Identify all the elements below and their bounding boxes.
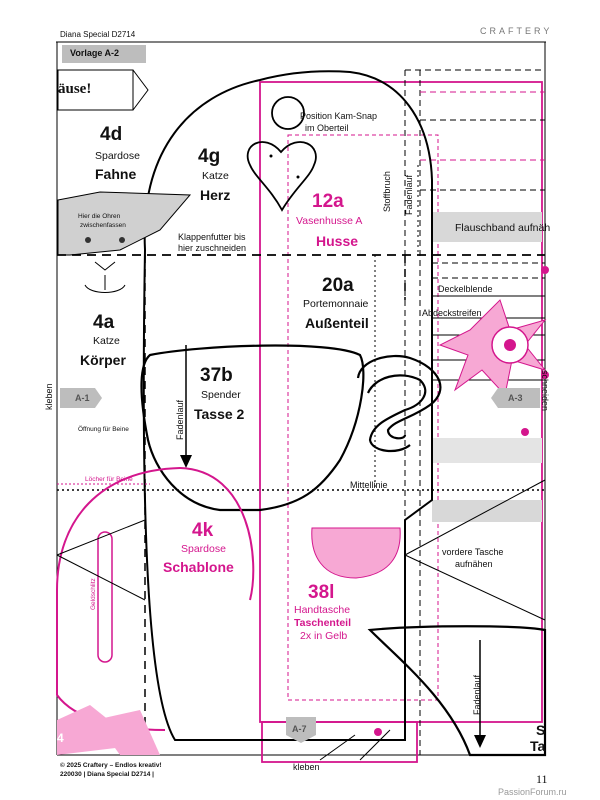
portemonnaie-outline [142, 70, 433, 741]
geldschlitz-label: Geldschlitz [90, 578, 97, 610]
piece-part-4k: Schablone [163, 559, 234, 575]
piece-name-4a: Katze [93, 335, 120, 347]
piece-part-20a: Außenteil [305, 315, 369, 331]
piece-code-12a: 12a [312, 191, 344, 212]
kam-snap-note: Position Kam-Snap [300, 111, 378, 121]
piece-name-37b: Spender [201, 389, 241, 401]
piece-name-4d: Spardose [95, 150, 140, 162]
heart-shape [246, 141, 317, 212]
marker-a3 [491, 388, 540, 408]
starburst-ornament [438, 266, 549, 436]
a1-label: A-1 [75, 393, 90, 403]
vordere-tasche-label-2: aufnähen [455, 559, 493, 569]
marker-a1 [60, 388, 102, 408]
loecher-label: Löcher für Beine [85, 476, 133, 483]
marker-a7 [286, 717, 316, 743]
piece-code-38l: 38l [308, 582, 335, 603]
fadenlauf-label-bowl: Fadenlauf [472, 674, 482, 715]
piece-code-4d: 4d [100, 124, 123, 145]
watermark: PassionForum.ru [498, 787, 567, 797]
fadenlauf-label-top: Fadenlauf [404, 174, 414, 215]
kleben-label-bottom: kleben [293, 762, 320, 772]
copyright-line: © 2025 Craftery – Endlos kreativ! [60, 762, 162, 769]
brand-logo: CRAFTERY [480, 26, 553, 36]
vordere-tasche-label-1: vordere Tasche [442, 547, 504, 557]
piece-part-4d: Fahne [95, 166, 137, 182]
deckelblende-label: Deckelblende [438, 284, 493, 294]
cup-outline [140, 344, 365, 512]
klappen-note-1: Klappenfutter bis [178, 232, 246, 242]
fadenlauf-label-cup: Fadenlauf [175, 399, 185, 440]
mittellinie-label: Mittellinie [350, 480, 388, 490]
schneiden-label: schneiden [540, 370, 550, 412]
page-number: 11 [536, 772, 548, 786]
klappen-note-2: hier zuschneiden [178, 243, 247, 253]
magazine-title: Diana Special D2714 [60, 30, 136, 39]
piece-part-4a: Körper [80, 352, 126, 368]
ohren-note-2: zwischenfassen [80, 222, 126, 229]
piece-name-4g: Katze [202, 170, 229, 182]
piece-name-20a: Portemonnaie [303, 298, 369, 310]
piece-code-20a: 20a [322, 275, 354, 296]
oeffnung-label: Öffnung für Beine [78, 426, 129, 433]
piece-code-4k: 4k [192, 520, 214, 541]
piece-note-38l: 2x in Gelb [300, 630, 348, 642]
piece-part-38l: Taschenteil [294, 617, 351, 629]
stoffbruch-label: Stoffbruch [382, 171, 392, 212]
piece-code-4g: 4g [198, 146, 221, 167]
piece-part-37b: Tasse 2 [194, 406, 245, 422]
banner-text: äuse! [58, 81, 92, 97]
piece-name-4k: Spardose [181, 543, 226, 555]
piece-name-38l: Handtasche [294, 604, 351, 616]
edge-letter-s: S [536, 722, 546, 738]
issue-line: 220030 | Diana Special D2714 | [60, 771, 154, 778]
kam-snap-note-2: im Oberteil [305, 123, 349, 133]
piece-code-4a: 4a [93, 312, 115, 333]
a3-label: A-3 [508, 393, 523, 403]
flauschband-label: Flauschband aufnäh [455, 222, 551, 234]
banner-flag [57, 69, 134, 111]
edge-letters-ta: Ta [530, 738, 546, 754]
a7-label: A-7 [292, 724, 307, 734]
template-label: Vorlage A-2 [70, 48, 120, 58]
piece-part-4g: Herz [200, 187, 231, 203]
piece-name-12a: Vasenhusse A [296, 215, 363, 227]
ohren-note-1: Hier die Ohren [78, 213, 121, 220]
edge-number-4: 4 [57, 731, 64, 745]
abdeckstreifen-label: Abdeckstreifen [422, 308, 482, 318]
piece-code-37b: 37b [200, 365, 233, 386]
template-label-bar [62, 45, 146, 63]
piece-part-12a: Husse [316, 233, 359, 249]
kleben-label-left: kleben [44, 383, 54, 410]
